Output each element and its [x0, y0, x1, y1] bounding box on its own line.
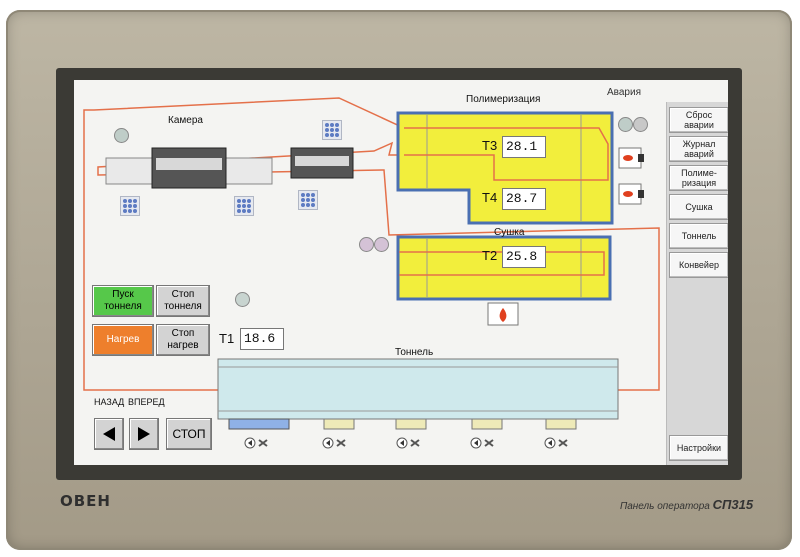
stop-heat-button[interactable]: Стоп нагрев	[156, 324, 210, 356]
alarm-indicator-2	[633, 117, 648, 132]
sidebar: Сброс аварии Журнал аварий Полиме- ризац…	[666, 102, 728, 465]
valve-icon[interactable]	[470, 436, 496, 450]
hmi-screen: Камера Полимеризация Авария Сушка Тоннел…	[74, 80, 728, 465]
stop-button[interactable]: СТОП	[166, 418, 212, 450]
drying-indicator-1	[359, 237, 374, 252]
tunnel-indicator	[235, 292, 250, 307]
alarm-label: Авария	[607, 87, 641, 98]
t2-value: 25.8	[502, 246, 546, 268]
t1-value: 18.6	[240, 328, 284, 350]
drying-indicator-2	[374, 237, 389, 252]
flame-icon	[499, 308, 507, 322]
sidebar-item-conveyor[interactable]: Конвейер	[669, 252, 728, 278]
sidebar-item-settings[interactable]: Настройки	[669, 435, 728, 461]
camera-label: Камера	[168, 115, 203, 126]
model-caption-text: Панель оператора	[620, 501, 710, 512]
heat-button[interactable]: Нагрев	[92, 324, 154, 356]
polymerization-label: Полимеризация	[466, 94, 541, 105]
t2-label: T2	[482, 248, 498, 263]
brand-logo: ОВЕН	[60, 492, 111, 510]
model-name: СП315	[712, 497, 754, 512]
sidebar-item-reset-alarms[interactable]: Сброс аварии	[669, 107, 728, 133]
arrow-right-icon	[138, 427, 150, 441]
alarm-indicator-1	[618, 117, 633, 132]
drying-label: Сушка	[494, 227, 525, 238]
valve-icon[interactable]	[322, 436, 348, 450]
back-label: НАЗАД	[94, 397, 125, 407]
back-button[interactable]	[94, 418, 124, 450]
camera-status-indicator	[114, 128, 129, 143]
valve-icon[interactable]	[544, 436, 570, 450]
sidebar-item-alarm-log[interactable]: Журнал аварий	[669, 136, 728, 162]
t1-label: T1	[219, 331, 235, 346]
tunnel-body	[217, 358, 619, 420]
valve-icon[interactable]	[396, 436, 422, 450]
t4-label: T4	[482, 190, 498, 205]
sidebar-item-polymerization[interactable]: Полиме- ризация	[669, 165, 728, 191]
fan-icon	[234, 196, 254, 216]
arrow-left-icon	[103, 427, 115, 441]
fan-icon	[120, 196, 140, 216]
tunnel-label: Тоннель	[395, 347, 434, 358]
t3-label: T3	[482, 138, 498, 153]
stop-tunnel-button[interactable]: Стоп тоннеля	[156, 285, 210, 317]
sidebar-item-tunnel[interactable]: Тоннель	[669, 223, 728, 249]
fan-icon	[322, 120, 342, 140]
valve-icon[interactable]	[244, 436, 270, 450]
model-caption: Панель оператора СП315	[620, 497, 753, 512]
process-schematic	[83, 97, 660, 430]
start-tunnel-button[interactable]: Пуск тоннеля	[92, 285, 154, 317]
sidebar-item-drying[interactable]: Сушка	[669, 194, 728, 220]
fan-icon	[298, 190, 318, 210]
forward-button[interactable]	[129, 418, 159, 450]
polymerization-zone	[396, 111, 614, 225]
forward-label: ВПЕРЕД	[128, 397, 165, 407]
t4-value: 28.7	[502, 188, 546, 210]
t3-value: 28.1	[502, 136, 546, 158]
